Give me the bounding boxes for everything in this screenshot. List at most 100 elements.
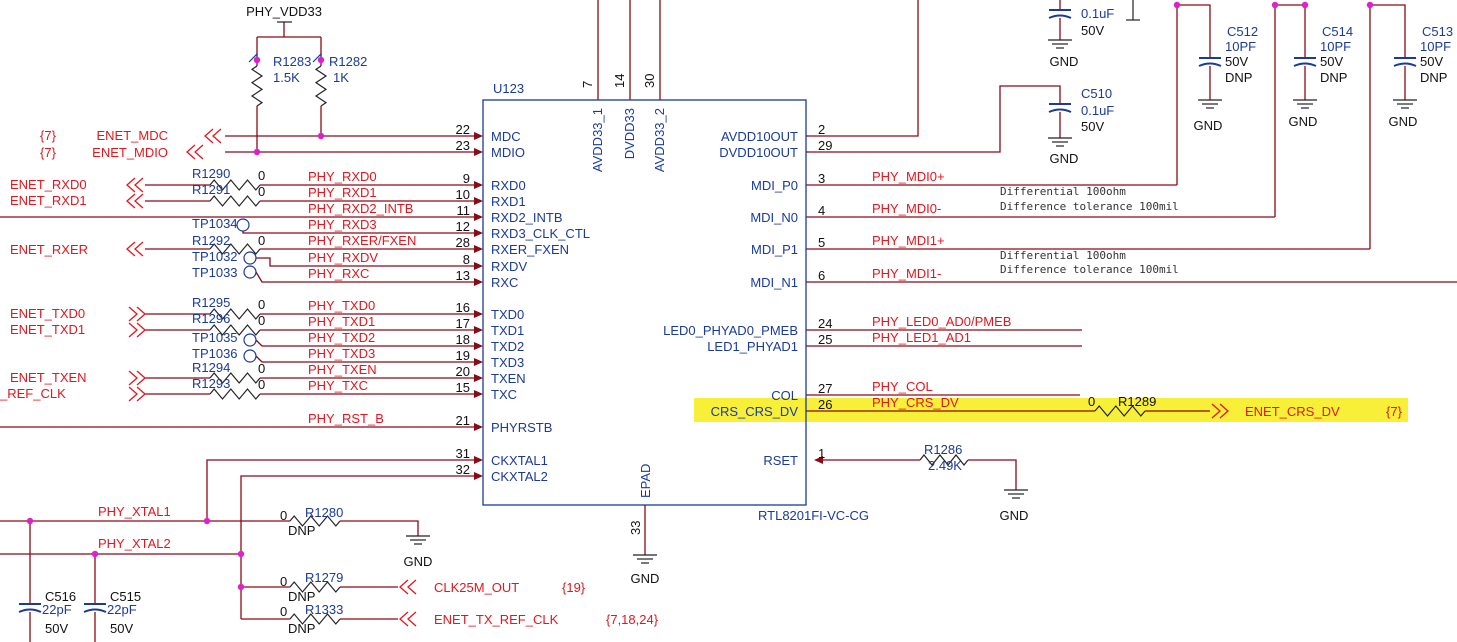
gnd-label: GND	[1000, 508, 1029, 523]
offpage-connector	[1219, 403, 1229, 419]
offpage-connector	[134, 241, 144, 257]
pin-number: 17	[456, 316, 470, 331]
offpage-connector	[194, 144, 204, 160]
offpage-label: ENET_TXD0	[10, 306, 85, 321]
offpage-connector	[204, 128, 214, 144]
pin-arrow	[474, 472, 483, 480]
capacitor-volt: 50V	[1225, 54, 1248, 69]
net-label: PHY_TXD2	[308, 330, 375, 345]
wire	[242, 231, 474, 234]
resistor-value: 0	[258, 297, 265, 312]
pin-arrow	[474, 262, 483, 270]
pin-arrow	[474, 132, 483, 140]
offpage-connector	[128, 386, 138, 402]
pin-arrow	[474, 181, 483, 189]
capacitor-value: 10PF	[1320, 39, 1351, 54]
junction-dot	[237, 583, 245, 591]
resistor	[314, 65, 328, 107]
pin-name: MDI_P1	[751, 242, 798, 257]
junction-dot	[253, 56, 261, 64]
testpoint-label: TP1035	[192, 330, 238, 345]
resistor	[209, 195, 261, 207]
resistor	[289, 613, 341, 625]
resistor	[289, 581, 341, 593]
gnd-label: GND	[1389, 114, 1418, 129]
net-label: PHY_MDI0+	[872, 169, 945, 184]
net-label: PHY_MDI1-	[872, 266, 941, 281]
offpage-connector	[134, 193, 144, 209]
capacitor-value: 10PF	[1225, 39, 1256, 54]
offpage-connector	[399, 611, 409, 627]
pin-name: MDIO	[491, 145, 525, 160]
pin-name: RXD2_INTB	[491, 210, 563, 225]
wire	[206, 459, 474, 521]
pin-number: 1	[818, 446, 825, 461]
pin-name: MDC	[491, 129, 521, 144]
junction-dot	[26, 517, 34, 525]
capacitor-value: 0.1uF	[1081, 6, 1114, 21]
pin-arrow	[474, 358, 483, 366]
routing-note: Differential 100ohm	[1000, 185, 1126, 198]
dnp-label: DNP	[1420, 70, 1447, 85]
resistor-ref: R1290	[192, 166, 230, 181]
dnp-label: DNP	[288, 621, 315, 636]
net-label: PHY_TXD1	[308, 314, 375, 329]
pin-name: CKXTAL2	[491, 469, 548, 484]
pin-arrow	[474, 229, 483, 237]
pin-name: EPAD	[638, 464, 653, 498]
dnp-label: DNP	[1225, 70, 1252, 85]
offpage-label: ENET_MDIO	[92, 145, 168, 160]
pin-number: 3	[818, 171, 825, 186]
offpage-connector	[128, 370, 138, 386]
capacitor-volt: 50V	[1320, 54, 1343, 69]
resistor	[209, 388, 261, 400]
resistor-ref: R1289	[1118, 394, 1156, 409]
pin-name: PHYRSTB	[491, 420, 552, 435]
dnp-label: DNP	[288, 523, 315, 538]
pin-arrow	[814, 456, 823, 464]
net-label: PHY_RXDV	[308, 250, 378, 265]
testpoint-circle	[243, 349, 257, 363]
junction-dot	[1271, 1, 1279, 9]
offpage-ref: {7}	[1386, 404, 1403, 419]
offpage-connector	[126, 241, 136, 257]
pin-number: 30	[642, 74, 657, 88]
gnd-label: GND	[404, 554, 433, 569]
gnd-label: GND	[1050, 54, 1079, 69]
net-label: PHY_RXD2_INTB	[308, 201, 413, 216]
offpage-connector	[186, 144, 196, 160]
offpage-ref: {7}	[40, 145, 57, 160]
offpage-connector	[136, 306, 146, 322]
resistor-ref: R1292	[192, 233, 230, 248]
testpoint-label: TP1032	[192, 249, 238, 264]
offpage-connector	[399, 579, 409, 595]
offpage-label: ENET_TXD1	[10, 322, 85, 337]
gnd-label: GND	[1289, 114, 1318, 129]
offpage-label: ENET_RXD0	[10, 177, 87, 192]
pin-name: TXD2	[491, 339, 524, 354]
capacitor-value: 22pF	[42, 602, 72, 617]
offpage-connector	[126, 177, 136, 193]
resistor-value: 1K	[333, 70, 349, 85]
net-label: PHY_LED1_AD1	[872, 330, 971, 345]
pin-arrow	[474, 213, 483, 221]
pin-name: RXDV	[491, 259, 527, 274]
testpoint-label: TP1034	[192, 216, 238, 231]
capacitor-ref: C514	[1322, 24, 1353, 39]
pin-number: 24	[818, 316, 832, 331]
resistor-ref: R1283	[273, 54, 311, 69]
resistor-value: 0	[258, 168, 265, 183]
resistor-value: 0	[258, 184, 265, 199]
junction-dot	[203, 517, 211, 525]
net-label: PHY_RXER/FXEN	[308, 233, 416, 248]
resistor-ref: R1295	[192, 295, 230, 310]
pin-name: DVDD10OUT	[719, 145, 798, 160]
chip-refdes: U123	[493, 81, 524, 96]
pin-name: MDI_N0	[750, 210, 798, 225]
gnd-label: GND	[1194, 118, 1223, 133]
offpage-label: ENET_RXER	[10, 242, 88, 257]
pin-number: 33	[628, 521, 643, 535]
capacitor-plate	[1393, 62, 1417, 67]
pin-arrow	[474, 278, 483, 286]
pin-name: RSET	[763, 453, 798, 468]
